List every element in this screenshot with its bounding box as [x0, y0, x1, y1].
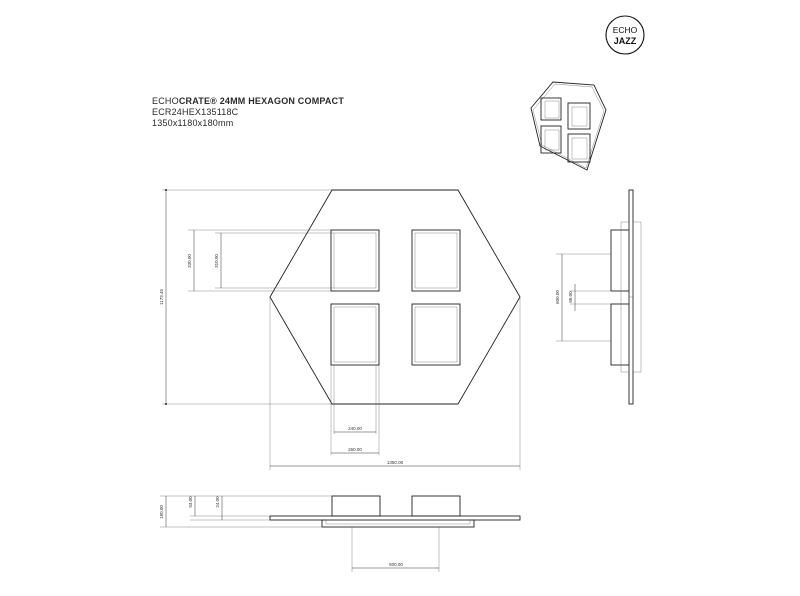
dim-bottom-depth-total: 180.00 — [159, 505, 164, 519]
dim-height-total: 1179.45 — [159, 289, 164, 305]
pocket-bottom-right — [411, 303, 461, 366]
dim-bottom-depth-b: 24.00 — [215, 496, 220, 508]
bottom-view: 180.00 93.00 24.00 600.00 — [159, 495, 521, 572]
echo-jazz-logo: ECHO JAZZ — [605, 15, 645, 55]
dim-pocket-width-outer: 260.00 — [348, 447, 362, 452]
dim-overall-width: 1350.00 — [387, 460, 404, 465]
pocket-bottom-left — [330, 303, 380, 366]
dim-side-gap: 86.00 — [568, 291, 573, 303]
brand-bold: CRATE — [178, 96, 211, 106]
brand-light: ECHO — [152, 96, 179, 106]
logo-line1: ECHO — [613, 25, 638, 35]
hexagon-panel — [269, 189, 521, 405]
front-view: 1179.45 330.00 310.00 240.00 260.00 1350… — [159, 189, 521, 470]
logo-line2: JAZZ — [614, 36, 637, 46]
side-view: 600.00 86.00 — [555, 189, 642, 405]
dim-pocket-height-outer: 330.00 — [187, 254, 192, 268]
dim-pocket-height-inner: 310.00 — [214, 254, 219, 268]
title-block: ECHOCRATE® 24MM HEXAGON COMPACT ECR24HEX… — [152, 96, 344, 129]
product-size: 1350x1180x180mm — [152, 118, 234, 128]
product-name: ® 24MM HEXAGON COMPACT — [210, 96, 345, 106]
dim-bottom-depth-a: 93.00 — [188, 496, 193, 508]
product-title: ECHOCRATE® 24MM HEXAGON COMPACT — [152, 96, 344, 107]
pocket-top-right — [411, 229, 461, 292]
isometric-preview — [530, 81, 607, 171]
dim-side-span: 600.00 — [555, 290, 560, 304]
product-code: ECR24HEX135118C — [152, 107, 239, 117]
pocket-top-left — [330, 229, 380, 292]
dim-pocket-width-inner: 240.00 — [348, 426, 362, 431]
logo-circle-icon — [605, 15, 645, 55]
dim-bottom-span: 600.00 — [389, 562, 403, 567]
